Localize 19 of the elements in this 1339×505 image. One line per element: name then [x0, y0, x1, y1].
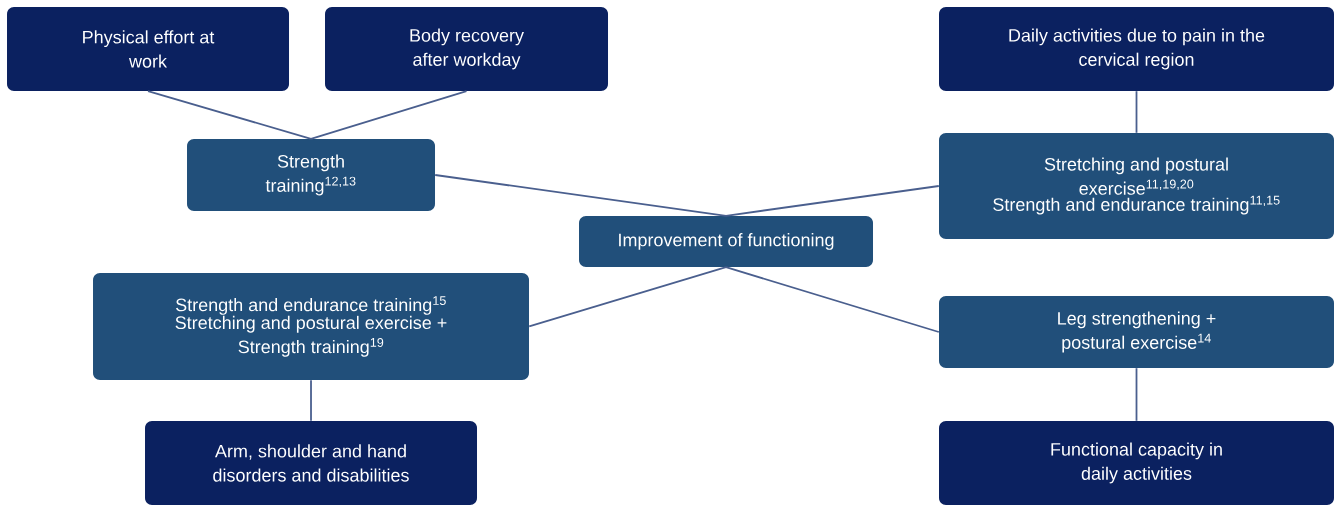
process-box: Body recovery after workday: [325, 7, 608, 91]
process-box: Leg strengthening + postural exercise$^{14}$: [939, 296, 1334, 368]
process-box: Daily activities due to pain in the cervical region: [939, 7, 1334, 91]
process-box: Stretching and postural exercise$^{11,19,20}$ Strength and endurance training$^{11,15}$: [939, 133, 1334, 239]
connector-line: [310, 90, 468, 140]
process-box: Improvement of functioning: [579, 216, 873, 267]
connector-line: [434, 174, 727, 217]
process-box: Strength training$^{12,13}$: [187, 139, 435, 211]
process-box: Strength and endurance training$^{15}$ Stretching and postural exercise + Strength training$^{19}$: [93, 273, 529, 380]
connector-line: [725, 185, 940, 217]
connector-line: [1135, 367, 1138, 422]
process-box: Functional capacity in daily activities: [939, 421, 1334, 505]
connector-line: [147, 90, 312, 140]
connector-line: [1135, 90, 1138, 134]
connector-line: [528, 266, 727, 328]
connector-line: [725, 266, 940, 333]
connector-line: [310, 379, 312, 422]
process-box: Physical effort at work: [7, 7, 289, 91]
process-box: Arm, shoulder and hand disorders and disabilities: [145, 421, 477, 505]
